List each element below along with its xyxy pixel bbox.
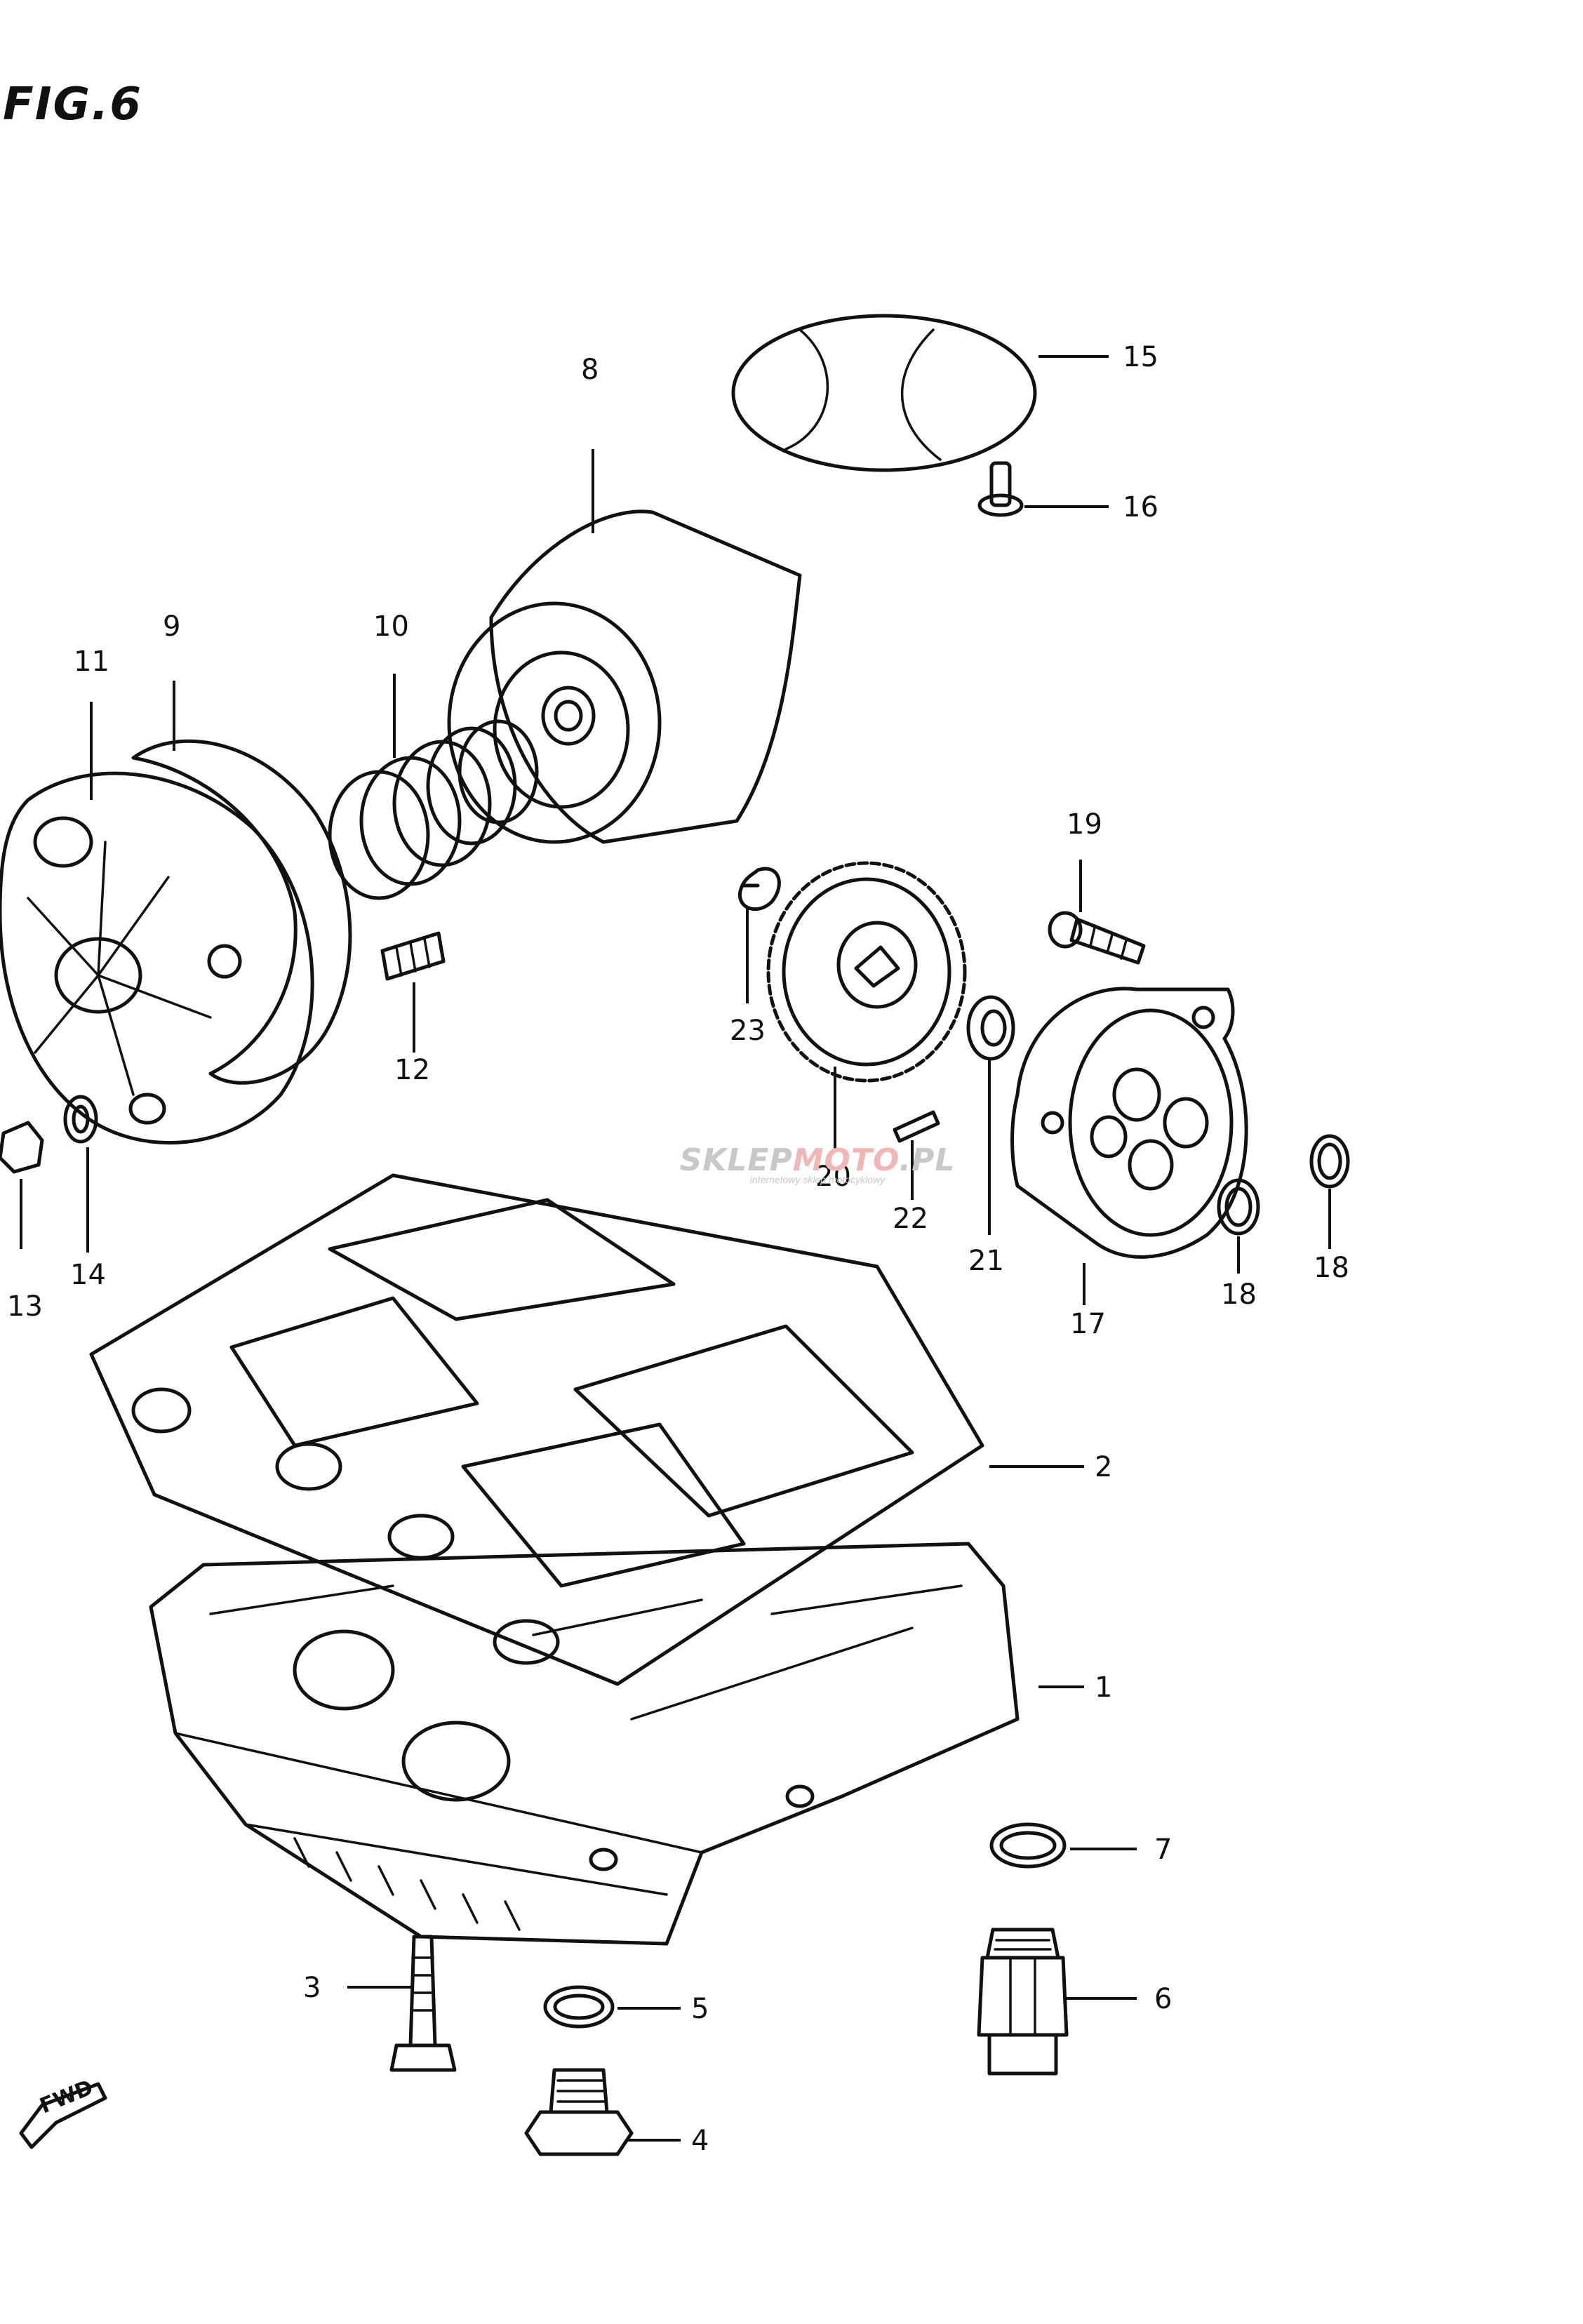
callout-1: 1 bbox=[1095, 1671, 1112, 1704]
oil-strainer-screen bbox=[731, 314, 1037, 472]
callout-8: 8 bbox=[581, 354, 599, 386]
callout-18b: 18 bbox=[1314, 1252, 1349, 1284]
oil-pump-drive-gear bbox=[766, 861, 967, 1083]
callout-2: 2 bbox=[1095, 1451, 1112, 1483]
callout-23: 23 bbox=[730, 1015, 766, 1047]
callout-7: 7 bbox=[1154, 1834, 1172, 1866]
oil-filter-cover bbox=[0, 771, 314, 1145]
oil-switch-gasket bbox=[989, 1822, 1067, 1869]
oil-pump-bolt bbox=[1048, 911, 1146, 965]
drive-pin bbox=[893, 1110, 940, 1143]
cover-nut bbox=[0, 1121, 44, 1174]
watermark-tagline: internetowy sklep motocyklowy bbox=[749, 1174, 886, 1185]
filter-cover-o-ring bbox=[131, 739, 352, 1085]
callout-9: 9 bbox=[163, 610, 180, 643]
callout-labels: 1 2 3 4 5 6 7 8 9 10 11 12 13 14 15 16 1… bbox=[7, 341, 1349, 2157]
callout-13: 13 bbox=[7, 1290, 43, 1323]
figure-title: FIG.6 bbox=[3, 79, 142, 131]
pump-o-ring-b bbox=[1309, 1134, 1350, 1189]
oil-filter-spring bbox=[328, 719, 539, 900]
cover-washer bbox=[63, 1095, 98, 1144]
drain-plug bbox=[524, 2068, 634, 2156]
callout-21: 21 bbox=[968, 1245, 1004, 1277]
oil-filter bbox=[447, 509, 802, 844]
callout-6: 6 bbox=[1154, 1983, 1172, 2015]
pump-shaft-washer bbox=[966, 995, 1015, 1061]
gear-circlip bbox=[738, 867, 781, 911]
oil-pan-gasket bbox=[89, 1173, 984, 1686]
oil-pan-bolt bbox=[389, 1935, 457, 2072]
oil-pump bbox=[1010, 987, 1248, 1259]
callout-16: 16 bbox=[1123, 491, 1158, 523]
callout-11: 11 bbox=[74, 646, 109, 678]
callout-17: 17 bbox=[1070, 1308, 1106, 1340]
drain-plug-gasket bbox=[543, 1985, 615, 2029]
watermark: SKLEPMOTO.PL internetowy sklep motocyklo… bbox=[670, 1142, 965, 1185]
oil-pan bbox=[149, 1542, 1020, 1946]
callout-12: 12 bbox=[394, 1054, 430, 1086]
stud-bolt bbox=[380, 931, 446, 981]
callout-5: 5 bbox=[691, 1993, 709, 2025]
pump-o-ring-a bbox=[1217, 1178, 1260, 1236]
callout-4: 4 bbox=[691, 2125, 709, 2157]
forward-arrow-icon: FWD bbox=[19, 2076, 107, 2149]
callout-3: 3 bbox=[303, 1972, 321, 2004]
callout-15: 15 bbox=[1123, 341, 1158, 373]
callout-10: 10 bbox=[373, 610, 409, 643]
strainer-screw bbox=[977, 461, 1024, 517]
forward-arrow-label: FWD bbox=[36, 2076, 97, 2119]
callout-19: 19 bbox=[1067, 808, 1102, 841]
callout-22: 22 bbox=[893, 1203, 928, 1235]
callout-20: 20 bbox=[815, 1161, 851, 1193]
callout-18a: 18 bbox=[1221, 1278, 1257, 1311]
oil-pressure-switch bbox=[977, 1928, 1069, 2076]
callout-14: 14 bbox=[70, 1259, 106, 1291]
leader-lines bbox=[20, 355, 1331, 2142]
watermark-brand: SKLEPMOTO.PL bbox=[679, 1142, 956, 1178]
